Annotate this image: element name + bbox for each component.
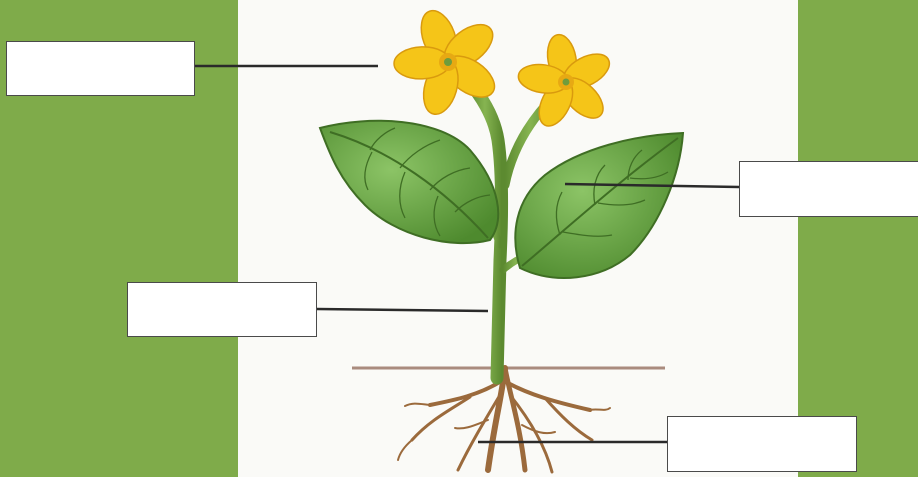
right-leaf [515,133,683,278]
leader-lines [195,66,739,442]
root-label-box[interactable] [667,416,857,472]
flower-label-box[interactable] [6,41,195,96]
leaf-label-box[interactable] [739,161,918,217]
left-leaf [320,121,498,243]
stem-label-box[interactable] [127,282,317,337]
roots [398,368,610,472]
leader-line-stem [317,309,488,311]
